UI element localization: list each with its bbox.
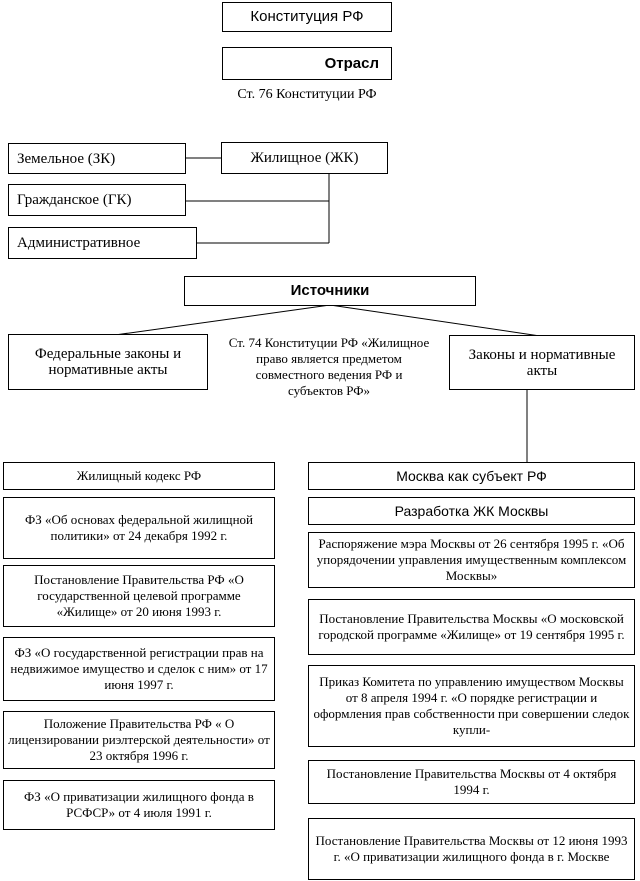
federal-laws-box: Федеральные законы и нормативные акты [8, 334, 208, 390]
federal-item-realtor-licensing: Положение Правительства РФ « О лицензиро… [3, 711, 275, 769]
moscow-item-mayor-order: Распоряжение мэра Москвы от 26 сентября … [308, 532, 635, 588]
moscow-item-privatization-resolution: Постановление Правительства Москвы от 12… [308, 818, 635, 880]
federal-item-registration-law: ФЗ «О государственной регистрации прав н… [3, 637, 275, 701]
moscow-item-property-committee-order: Приказ Комитета по управлению имуществом… [308, 665, 635, 747]
civil-code-box: Гражданское (ГК) [8, 184, 186, 216]
branch-box: Отрасл [222, 47, 392, 80]
moscow-item-government-resolution-1994: Постановление Правительства Москвы от 4 … [308, 760, 635, 804]
moscow-item-subject: Москва как субъект РФ [308, 462, 635, 490]
connector-sources-regional [329, 304, 541, 337]
article74-label: Ст. 74 Конституции РФ «Жилищное право яв… [228, 335, 430, 398]
moscow-item-zhilishche-program: Постановление Правительства Москвы «О мо… [308, 599, 635, 655]
federal-item-housing-policy-law: ФЗ «Об основах федеральной жилищной поли… [3, 497, 275, 559]
federal-item-privatization-law: ФЗ «О приватизации жилищного фонда в РСФ… [3, 780, 275, 830]
federal-item-housing-code: Жилищный кодекс РФ [3, 462, 275, 490]
sources-box: Источники [184, 276, 476, 306]
administrative-box: Административное [8, 227, 197, 259]
article76-label: Ст. 76 Конституции РФ [237, 87, 377, 102]
constitution-box: Конституция РФ [222, 2, 392, 32]
moscow-item-zhk-development: Разработка ЖК Москвы [308, 497, 635, 525]
connector-sources-federal [114, 304, 331, 336]
regional-laws-box: Законы и нормативные акты [449, 335, 635, 390]
land-code-box: Земельное (ЗК) [8, 143, 186, 174]
federal-item-zhilishche-program: Постановление Правительства РФ «О госуда… [3, 565, 275, 627]
housing-code-box: Жилищное (ЖК) [221, 142, 388, 174]
